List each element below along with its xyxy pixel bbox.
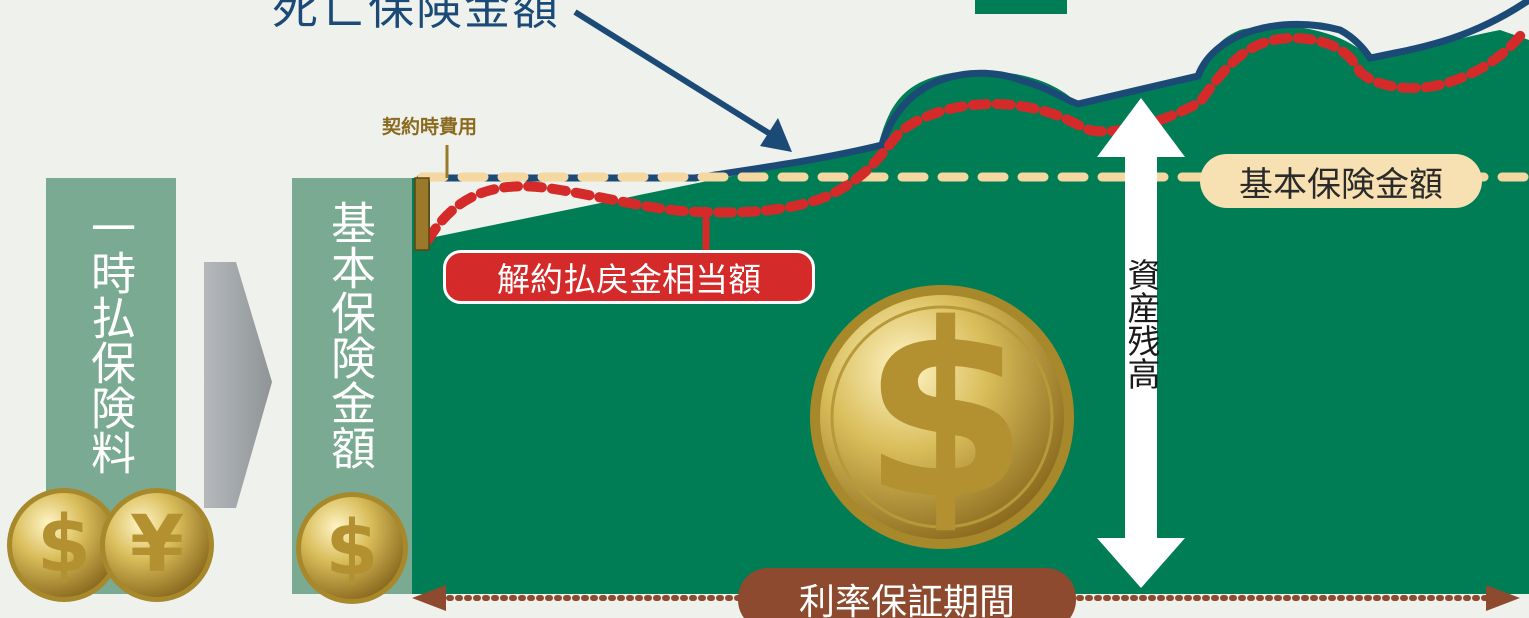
dollar-coin-icon <box>7 488 121 602</box>
transition-arrow <box>204 262 272 508</box>
large-coin-glyph: $ <box>862 272 1029 552</box>
death-benefit-pointer-line <box>573 9 777 140</box>
basic-amount-column-label: 基本保険金額 <box>323 200 376 470</box>
death-benefit-pointer-head <box>760 118 792 152</box>
yen-coin-glyph: ¥ <box>129 500 185 590</box>
lump-sum-premium-label: 一時払保険料 <box>83 205 136 475</box>
dollar-coin-glyph: $ <box>36 500 92 590</box>
large-dollar-coin-icon <box>810 285 1074 549</box>
surrender-value-line <box>423 25 1529 245</box>
surrender-value-pill: 解約払戻金相当額 <box>443 250 815 304</box>
basic-amount-pill: 基本保険金額 <box>1200 154 1482 208</box>
contract-fee-label: 契約時費用 <box>382 116 478 138</box>
guarantee-period-pill: 利率保証期間 <box>738 568 1076 618</box>
small-dollar-coin-icon <box>296 492 408 604</box>
top-green-box <box>975 0 1067 14</box>
small-dollar-coin-glyph: $ <box>325 503 379 592</box>
death-benefit-line <box>416 0 1529 182</box>
contract-fee-bar <box>414 177 430 251</box>
death-benefit-label: 死亡保険金額 <box>272 0 560 35</box>
asset-balance-arrow <box>1097 98 1185 588</box>
yen-coin-icon <box>100 488 214 602</box>
asset-balance-label: 資産残高 <box>1122 258 1161 390</box>
